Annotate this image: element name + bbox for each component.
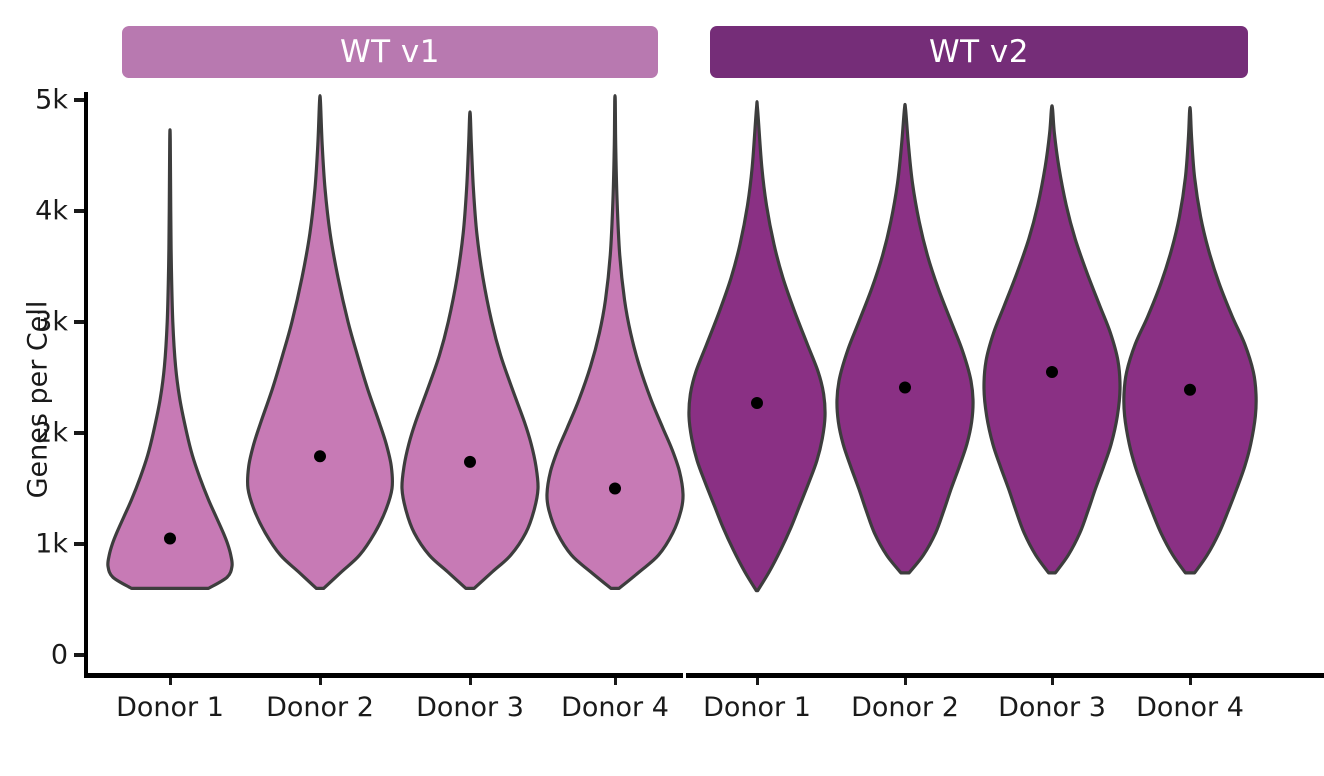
- x-axis-tick-label: Donor 2: [851, 692, 959, 723]
- y-axis-tick-mark: [74, 542, 84, 546]
- y-axis-tick-label: 1k: [35, 528, 68, 560]
- y-axis-tick-mark: [74, 431, 84, 435]
- x-axis-tick-mark: [169, 678, 172, 685]
- x-axis-tick-label: Donor 2: [266, 692, 374, 723]
- x-axis-tick-mark: [1051, 678, 1054, 685]
- violin-shape: [245, 94, 395, 590]
- x-axis-tick-label: Donor 3: [416, 692, 524, 723]
- median-dot: [609, 482, 621, 495]
- median-dot: [464, 455, 476, 468]
- median-dot: [751, 397, 763, 410]
- violin-shape: [982, 104, 1122, 575]
- y-axis-tick-group: 0 1k 2k 3k 4k 5k: [0, 0, 84, 776]
- violin-shape: [1122, 106, 1258, 575]
- x-axis-tick-mark: [756, 678, 759, 685]
- median-dot: [314, 450, 326, 463]
- violin-shape: [106, 128, 234, 590]
- median-dot: [1184, 383, 1196, 396]
- y-axis-tick-label: 3k: [35, 306, 68, 338]
- median-dot: [164, 532, 176, 545]
- x-axis-tick-mark: [904, 678, 907, 685]
- y-axis-tick-mark: [74, 320, 84, 324]
- x-axis-tick-mark: [319, 678, 322, 685]
- median-dot: [899, 381, 911, 394]
- y-axis-tick-label: 5k: [35, 84, 68, 116]
- y-axis-tick-label: 2k: [35, 417, 68, 449]
- facet-header-wt-v1: WT v1: [122, 26, 658, 78]
- facet-header-label-v2: WT v2: [928, 34, 1029, 70]
- x-axis-line-right-panel: [686, 673, 1324, 678]
- y-axis-line: [84, 92, 88, 677]
- violin-shape: [687, 100, 827, 593]
- x-axis-tick-label: Donor 4: [1136, 692, 1244, 723]
- x-axis-tick-label: Donor 1: [116, 692, 224, 723]
- facet-header-label-v1: WT v1: [339, 34, 440, 70]
- x-axis-tick-mark: [1189, 678, 1192, 685]
- y-axis-tick-mark: [74, 209, 84, 213]
- median-dot: [1046, 365, 1058, 378]
- x-axis-tick-label: Donor 4: [561, 692, 669, 723]
- y-axis-tick-label: 0: [50, 639, 68, 671]
- x-axis-tick-label: Donor 3: [998, 692, 1106, 723]
- x-axis-tick-label: Donor 1: [703, 692, 811, 723]
- violin-shape: [400, 110, 540, 590]
- facet-header-wt-v2: WT v2: [710, 26, 1248, 78]
- x-axis-tick-mark: [614, 678, 617, 685]
- x-axis-line-left-panel: [84, 673, 683, 678]
- violin-shape: [545, 94, 685, 590]
- x-axis-tick-mark: [469, 678, 472, 685]
- y-axis-tick-mark: [74, 98, 84, 102]
- violin-shape: [835, 102, 975, 575]
- y-axis-tick-mark: [74, 653, 84, 657]
- y-axis-tick-label: 4k: [35, 195, 68, 227]
